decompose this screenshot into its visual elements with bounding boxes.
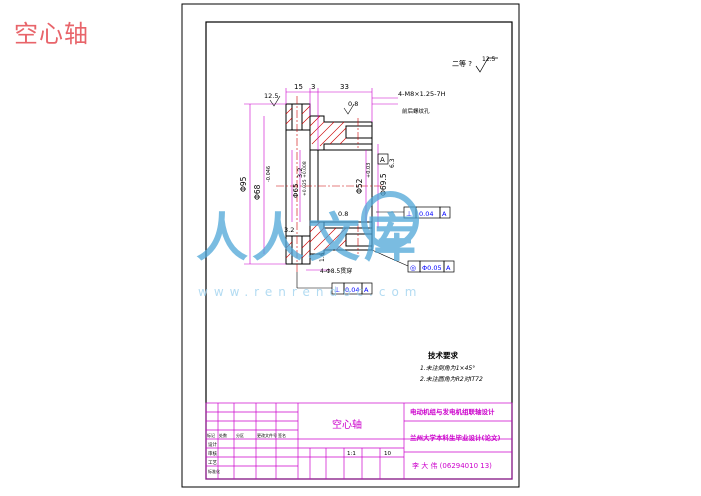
- rough-3-2b: 3.2: [284, 226, 294, 234]
- centerlines: [276, 96, 384, 272]
- rough-0-8a: 0.8: [348, 100, 358, 108]
- tb-header-4: 签名: [278, 432, 286, 438]
- tb-header-0: 标记: [207, 432, 215, 438]
- tech-req-item-2: 2.未注圆角为R2对IT72: [420, 375, 483, 383]
- dim-dia68: Φ68: [253, 184, 262, 200]
- dim-dia65-tol: +0.025 +0.008: [302, 161, 308, 196]
- tb-row-2: 工艺: [208, 460, 217, 466]
- outer-border: [181, 3, 520, 488]
- rough-0-8a-symbol: [343, 103, 355, 115]
- tb-header-2: 分区: [236, 432, 244, 438]
- roughness-other-prefix: 二等 ?: [452, 59, 472, 68]
- dim-dia95: Φ95: [239, 176, 248, 192]
- dim-thread: 4-M8×1.25-7H: [398, 90, 446, 98]
- tb-header-1: 处数: [219, 432, 227, 438]
- scale: 1:1: [347, 451, 356, 457]
- dim-dia69-5: Φ69.5: [379, 173, 388, 196]
- tech-req-item-1: 1.未注倒角为1×45°: [420, 364, 475, 372]
- tol1-symbol: ⊥: [406, 210, 412, 218]
- tol3-symbol: ⊥: [334, 286, 340, 294]
- tol2-symbol: ◎: [410, 264, 416, 272]
- author: 李 大 伟 (06294010 13): [412, 461, 492, 470]
- tb-row-0: 设计: [208, 441, 217, 448]
- dim-dia65: Φ65: [292, 184, 300, 198]
- qty: 10: [384, 451, 391, 457]
- dim-dia52-tol: +0.03: [366, 163, 372, 178]
- rough-12-5-symbol: [269, 95, 281, 107]
- rough-1-6: 1.6: [319, 252, 326, 262]
- tb-row-3: 标准化: [208, 468, 220, 474]
- section-hatching: [285, 105, 347, 259]
- dim-3: 3: [311, 83, 315, 91]
- project-line-1: 电动机组与发电机组联轴设计: [410, 407, 495, 416]
- dim-15: 15: [294, 83, 303, 91]
- tol1-value: 0.04: [419, 210, 433, 218]
- dimension-lines: [244, 88, 398, 271]
- tolerance-frame-2: ◎ Φ0.05 A: [371, 249, 455, 273]
- datum-label: A: [380, 156, 385, 164]
- roughness-other-value: 12.5: [482, 56, 496, 63]
- tb-header-3: 更改文件号: [257, 432, 277, 438]
- tol2-value: Φ0.05: [422, 264, 442, 272]
- dim-thread-note: 前后螺纹孔: [402, 107, 430, 115]
- tech-req-title: 技术要求: [428, 350, 458, 360]
- part-name: 空心轴: [332, 418, 362, 431]
- watermark-url: www.renrendoc.com: [198, 285, 422, 299]
- tol2-datum: A: [446, 264, 451, 272]
- overlay-title: 空心轴: [14, 20, 89, 48]
- rough-0-8b: 0.8: [338, 210, 348, 218]
- watermark: 人人文库 www.renrendoc.com: [196, 191, 422, 299]
- tol1-datum: A: [442, 210, 447, 218]
- dim-holes: 4-Φ8.5贯穿: [320, 267, 352, 275]
- tb-row-1: 审核: [208, 450, 217, 457]
- watermark-text: 人人文库: [196, 209, 420, 269]
- title-block: [205, 402, 513, 480]
- dim-dia52: Φ52: [355, 178, 364, 194]
- rough-12-5: 12.5: [264, 92, 278, 100]
- datum-marker: A: [377, 153, 389, 165]
- dim-33: 33: [340, 83, 349, 91]
- project-line-2: 兰州大学本科生毕业设计(论文): [410, 433, 500, 442]
- tolerance-frame-3: ⊥ 0.04 A: [296, 272, 373, 295]
- dim-dia69-5-r: 6.3: [389, 158, 396, 168]
- rough-3-2: 3.2: [296, 168, 304, 178]
- dim-dia68-tol: -0.046: [266, 166, 272, 182]
- roughness-other-symbol: [475, 57, 498, 73]
- tol3-datum: A: [364, 286, 369, 294]
- tol3-value: 0.04: [345, 286, 359, 294]
